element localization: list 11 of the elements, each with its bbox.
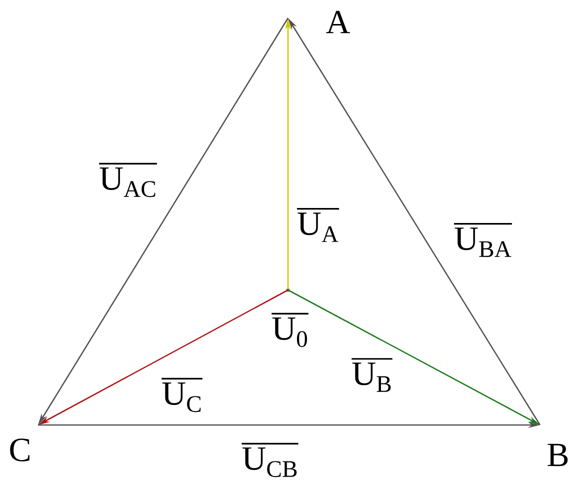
edge-label: U$_{A}$ xyxy=(296,208,340,242)
point-label: U$_{0}$ xyxy=(272,312,308,348)
edge-label: U$_{B}$ xyxy=(352,358,392,392)
edge-label: U$_{AC}$ xyxy=(99,162,157,198)
edge-label: U$_{CB}$ xyxy=(242,442,298,478)
edge-label: U$_{C}$ xyxy=(162,378,202,412)
center-point xyxy=(286,288,290,292)
edge-label: U$_{BA}$ xyxy=(454,223,512,257)
vertex-label: A xyxy=(326,10,350,34)
vertex-label: B xyxy=(548,444,568,466)
vertex-label: C xyxy=(10,438,30,462)
